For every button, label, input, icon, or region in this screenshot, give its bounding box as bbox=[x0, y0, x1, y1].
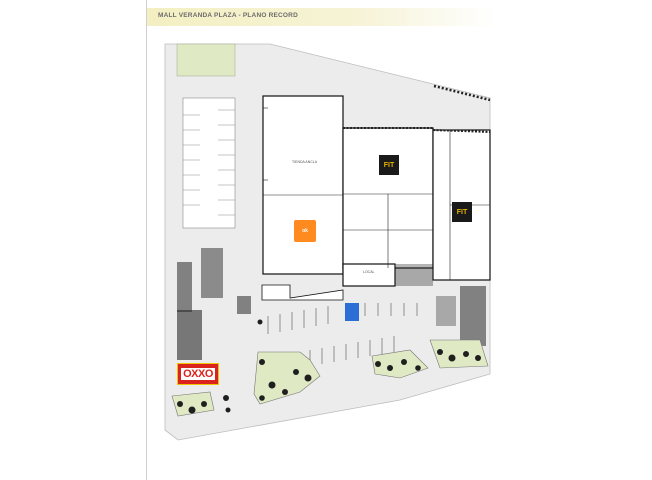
oxxo-logo: OXXO bbox=[177, 363, 219, 385]
small-store-label: LOCAL bbox=[363, 270, 375, 274]
tree-clusters bbox=[177, 319, 481, 414]
left-parking bbox=[182, 97, 236, 229]
anchor-store-label: TIENDA ANCLA bbox=[292, 160, 318, 164]
small-store bbox=[342, 263, 396, 287]
water-feature bbox=[345, 303, 359, 321]
title-band bbox=[147, 8, 497, 26]
page-left-edge bbox=[146, 0, 147, 480]
brand-fit-logo-1: FIT bbox=[379, 155, 399, 175]
brand-orange-logo: ok bbox=[294, 220, 316, 242]
brand-fit-logo-2: FIT bbox=[452, 202, 472, 222]
right-roof-hatch bbox=[432, 129, 491, 133]
front-parking bbox=[267, 303, 418, 366]
oxxo-logo-text: OXXO bbox=[181, 368, 215, 380]
service-areas bbox=[177, 248, 486, 360]
lawn-area bbox=[176, 43, 236, 77]
north-edge-hatch bbox=[433, 84, 491, 102]
entrance-canopy bbox=[261, 284, 344, 301]
plan-title: MALL VERANDA PLAZA - PLANO RECORD bbox=[158, 12, 298, 19]
landscape-islands bbox=[171, 339, 489, 417]
anchor-store bbox=[262, 95, 344, 275]
